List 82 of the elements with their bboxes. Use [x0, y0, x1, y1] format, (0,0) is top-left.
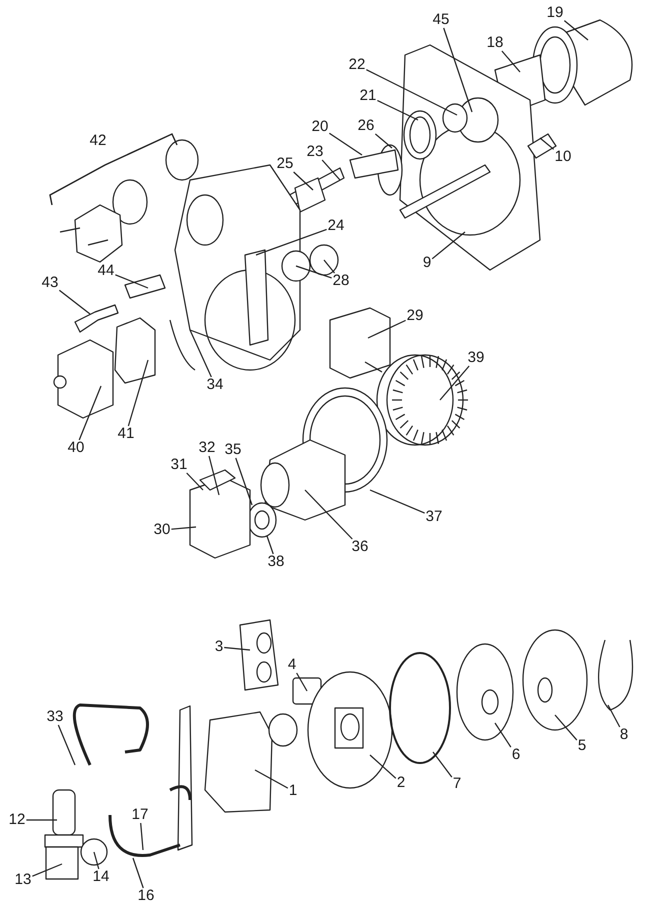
leader-line — [58, 724, 76, 766]
callout-number: 13 — [14, 872, 32, 888]
leader-line — [208, 456, 220, 496]
callout-number: 30 — [152, 522, 172, 538]
leader-line — [374, 133, 392, 148]
leader-line — [93, 852, 100, 870]
leader-line — [26, 819, 57, 821]
leader-line — [58, 290, 90, 314]
leader-line — [554, 714, 578, 740]
callout-number: 22 — [348, 57, 366, 73]
callout-number: 18 — [486, 35, 504, 51]
leader-line — [296, 265, 332, 278]
callout-number: 6 — [510, 747, 522, 763]
leader-line — [171, 526, 196, 530]
callout-number: 40 — [66, 440, 86, 456]
leader-line — [140, 822, 144, 850]
leader-line — [186, 472, 204, 490]
leader-line — [368, 320, 406, 339]
leader-line — [370, 754, 396, 779]
callout-number: 36 — [350, 539, 370, 555]
leader-line — [324, 260, 335, 274]
callout-number: 4 — [286, 657, 298, 673]
callout-number: 12 — [8, 812, 26, 828]
leader-line — [189, 330, 212, 378]
callout-number: 16 — [136, 888, 156, 904]
leader-line — [329, 132, 362, 156]
callout-number: 5 — [576, 738, 588, 754]
leader-line — [293, 172, 314, 190]
callout-number: 34 — [206, 377, 224, 393]
callout-number: 26 — [356, 118, 376, 134]
leader-line — [132, 858, 144, 888]
leader-line — [235, 458, 253, 506]
callout-number: 33 — [46, 709, 64, 725]
leader-line — [607, 704, 620, 728]
callout-number: 43 — [40, 275, 60, 291]
callout-number: 32 — [198, 440, 216, 456]
callout-number: 7 — [452, 776, 462, 792]
leader-line — [128, 360, 149, 426]
leader-line — [296, 672, 308, 692]
callout-number: 28 — [332, 273, 350, 289]
callout-number: 29 — [406, 308, 424, 324]
callout-number: 38 — [266, 554, 286, 570]
callout-number: 10 — [554, 149, 572, 165]
leader-line — [440, 366, 470, 400]
callout-number: 20 — [310, 119, 330, 135]
callout-number: 2 — [396, 775, 406, 791]
callout-number: 45 — [432, 12, 450, 28]
callout-number: 24 — [326, 218, 346, 234]
callout-number: 14 — [92, 869, 110, 885]
callout-number: 37 — [424, 509, 444, 525]
leader-line — [115, 274, 148, 289]
callout-number: 31 — [170, 457, 188, 473]
leader-line — [366, 69, 458, 116]
callout-number: 19 — [546, 5, 564, 21]
leader-line — [377, 100, 418, 121]
leader-line — [224, 646, 250, 651]
callout-number: 39 — [466, 350, 486, 366]
leader-line — [432, 752, 452, 778]
callout-number: 42 — [88, 133, 108, 149]
leader-line — [494, 722, 512, 748]
callout-number: 35 — [224, 442, 242, 458]
leader-line — [322, 160, 340, 180]
leader-line — [256, 228, 327, 256]
callout-number: 23 — [306, 144, 324, 160]
callout-number: 1 — [288, 783, 298, 799]
callout-number: 44 — [96, 263, 116, 279]
callout-number: 21 — [358, 88, 378, 104]
callout-number: 25 — [276, 156, 294, 172]
leader-line — [304, 490, 353, 540]
leader-line — [254, 769, 288, 789]
leader-line — [540, 138, 554, 150]
callout-number: 3 — [214, 639, 224, 655]
callout-number: 8 — [618, 727, 630, 743]
callout-number: 41 — [116, 426, 136, 442]
leader-line — [501, 50, 520, 72]
callout-number: 9 — [422, 255, 432, 271]
leader-line — [432, 232, 466, 260]
leader-line — [78, 386, 102, 440]
leader-line — [443, 28, 473, 112]
leader-line — [266, 536, 274, 554]
callout-number: 17 — [130, 807, 150, 823]
leader-line — [370, 489, 425, 514]
